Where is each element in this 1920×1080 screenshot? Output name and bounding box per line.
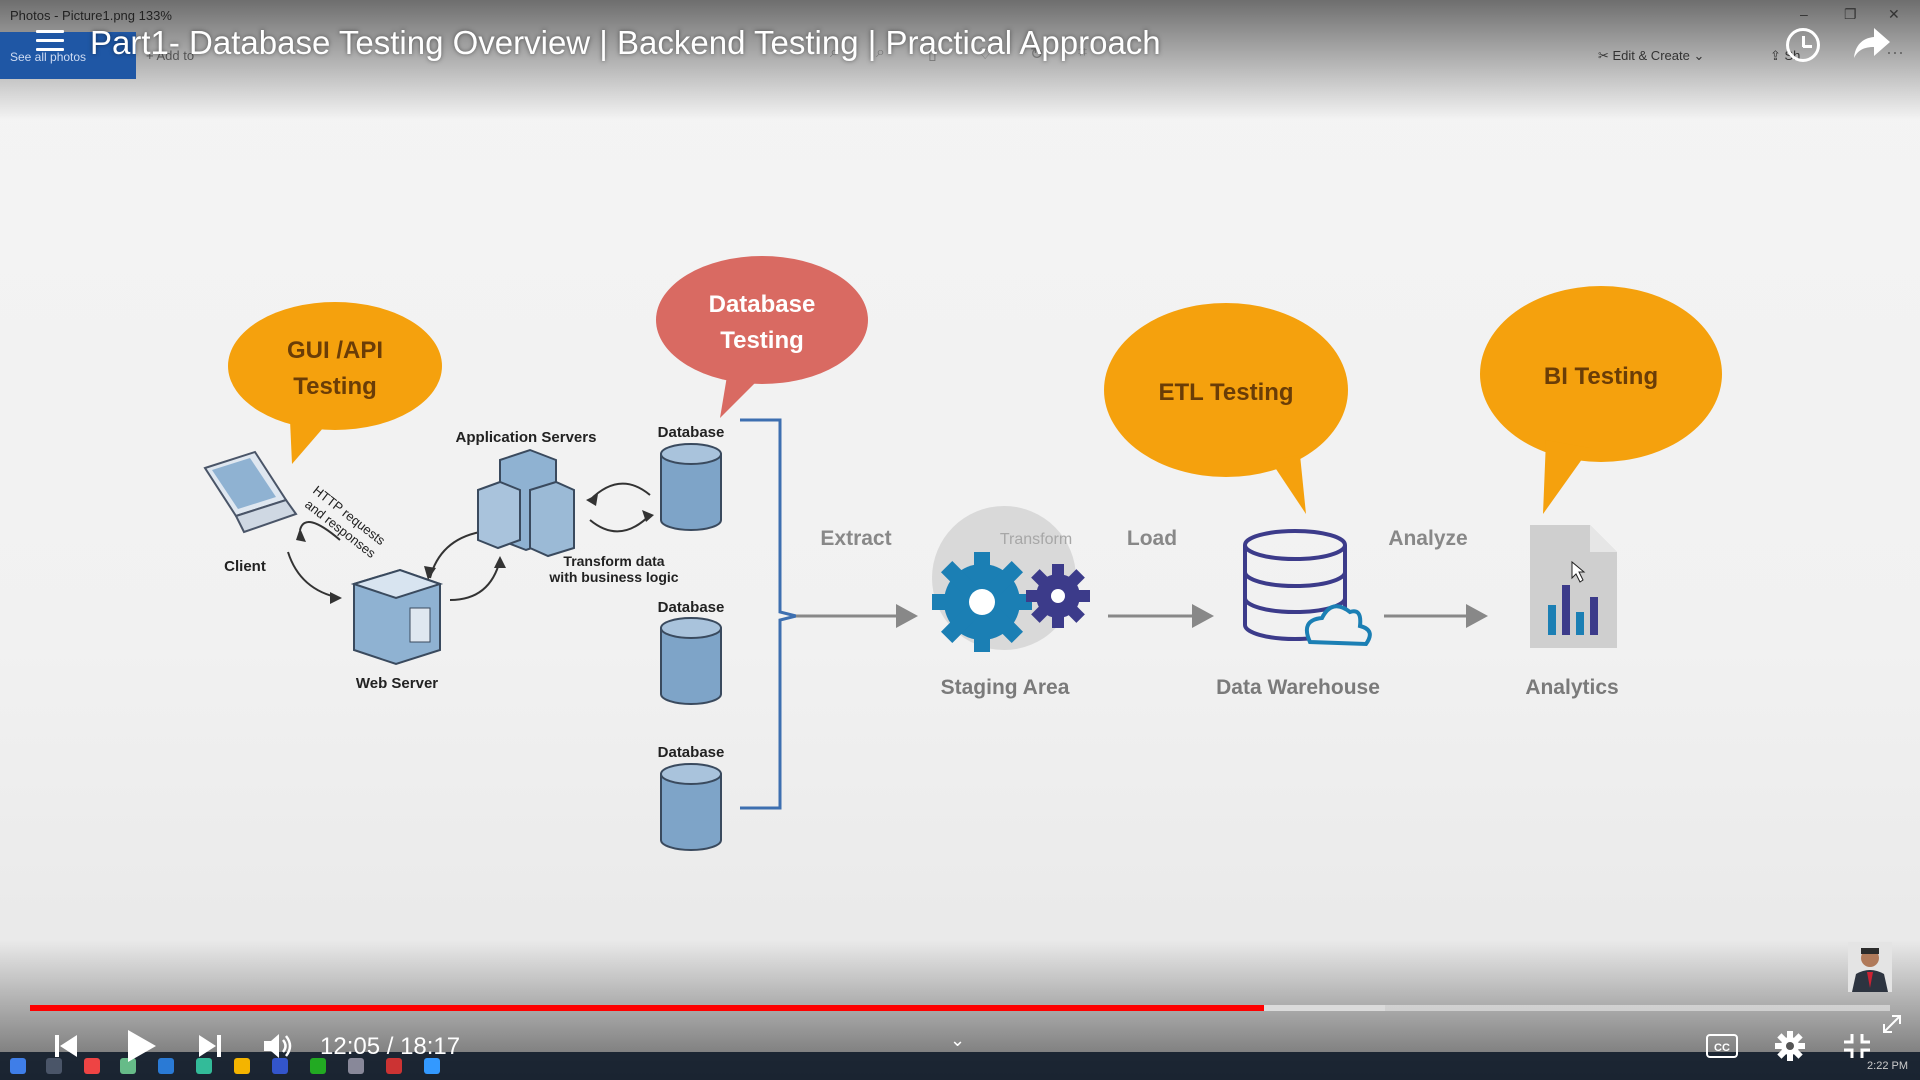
photos-app-icon[interactable]: [424, 1058, 440, 1074]
chrome-icon[interactable]: [84, 1058, 100, 1074]
rotate-icon[interactable]: ↻: [1030, 46, 1044, 63]
edge-icon[interactable]: [196, 1058, 212, 1074]
app-icon-1[interactable]: [272, 1058, 288, 1074]
etl-testing-bubble: ETL Testing: [1104, 303, 1348, 514]
expand-icon[interactable]: [1882, 1014, 1902, 1034]
folder-icon[interactable]: [234, 1058, 250, 1074]
app-icon-4[interactable]: [386, 1058, 402, 1074]
exit-fullscreen-icon[interactable]: [1842, 1032, 1872, 1060]
taskbar-clock: 2:22 PM: [1867, 1060, 1908, 1072]
zoom-out-icon[interactable]: ⌕: [876, 44, 885, 61]
extract-label: Extract: [820, 527, 891, 550]
add-to-button[interactable]: + Add to: [146, 48, 195, 63]
bi-testing-label: BI Testing: [1544, 363, 1658, 390]
progress-played: [30, 1005, 1264, 1011]
staging-area-label: Staging Area: [941, 676, 1070, 699]
edit-create-button[interactable]: ✂ Edit & Create ⌄: [1598, 48, 1705, 63]
database-label-2: Database: [658, 599, 725, 616]
minimize-icon[interactable]: –: [1800, 6, 1808, 22]
window-close-icon[interactable]: ✕: [1888, 6, 1900, 22]
db-testing-label-1: Database: [709, 291, 816, 318]
start-icon[interactable]: [10, 1058, 26, 1074]
db-testing-label-2: Testing: [720, 327, 804, 354]
client-label: Client: [224, 558, 266, 575]
database-cylinder-3: [660, 763, 722, 851]
outlook-icon[interactable]: [158, 1058, 174, 1074]
database-cylinder-2: [660, 617, 722, 705]
next-icon[interactable]: [196, 1032, 224, 1060]
database-label-3: Database: [658, 744, 725, 761]
transform-label-1: Transform data: [563, 553, 664, 569]
app-servers-label: Application Servers: [456, 429, 597, 446]
data-warehouse-icon: [1243, 529, 1372, 647]
load-label: Load: [1127, 527, 1177, 550]
menu-icon[interactable]: [36, 30, 64, 52]
time-display: 12:05 / 18:17: [320, 1033, 461, 1060]
etl-testing-label: ETL Testing: [1158, 379, 1293, 406]
web-server-label: Web Server: [356, 675, 438, 692]
app-icon-2[interactable]: [310, 1058, 326, 1074]
application-servers-icon: [477, 448, 575, 558]
crop-icon[interactable]: ⌗: [1078, 44, 1088, 61]
gui-api-label-1: GUI /API: [287, 337, 383, 364]
transform-label-2: with business logic: [548, 569, 678, 585]
subtitles-icon[interactable]: CC: [1706, 1034, 1738, 1058]
database-label-1: Database: [658, 424, 725, 441]
db-testing-bubble: Database Testing: [656, 256, 868, 418]
channel-avatar[interactable]: [1848, 942, 1892, 992]
windows-taskbar: 2:22 PM: [0, 1052, 1920, 1080]
see-all-photos-button[interactable]: See all photos: [0, 32, 136, 79]
database-bracket: [740, 418, 797, 810]
top-gradient: [0, 0, 1920, 120]
gui-api-label-2: Testing: [293, 373, 377, 400]
add-to-label: Add to: [156, 48, 195, 63]
share-icon[interactable]: [1852, 26, 1892, 60]
svg-text:CC: CC: [1714, 1042, 1730, 1054]
see-all-photos-label: See all photos: [10, 50, 87, 64]
volume-icon[interactable]: [262, 1032, 294, 1060]
restore-icon[interactable]: ❐: [1844, 6, 1857, 22]
gui-api-bubble: GUI /API Testing: [228, 302, 442, 464]
data-warehouse-label: Data Warehouse: [1216, 676, 1380, 699]
progress-bar[interactable]: [30, 1005, 1890, 1011]
staging-gears-icon: [932, 506, 1090, 652]
bi-testing-bubble: BI Testing: [1480, 286, 1722, 514]
database-cylinder-1: [660, 443, 722, 531]
delete-icon[interactable]: ▯: [928, 46, 937, 63]
analytics-document-icon: [1530, 525, 1617, 648]
favorite-icon[interactable]: ♡: [978, 46, 993, 63]
mouse-cursor-icon: [1571, 560, 1586, 583]
edit-create-label: Edit & Create: [1612, 48, 1690, 63]
settings-gear-icon[interactable]: [1774, 1030, 1806, 1062]
previous-icon[interactable]: [52, 1032, 80, 1060]
web-server-icon: [350, 568, 444, 666]
search-icon[interactable]: [46, 1058, 62, 1074]
app-icon-3[interactable]: [348, 1058, 364, 1074]
analytics-label: Analytics: [1525, 676, 1618, 699]
watch-later-icon[interactable]: [1786, 28, 1820, 62]
chevron-down-icon[interactable]: ⌄: [950, 1030, 966, 1050]
more-options-icon[interactable]: ···: [1886, 42, 1904, 62]
video-title[interactable]: Part1- Database Testing Overview | Backe…: [90, 24, 1161, 61]
analyze-label: Analyze: [1388, 527, 1467, 550]
transform-step-label: Transform: [1000, 531, 1072, 548]
photos-window-title: Photos - Picture1.png 133%: [10, 8, 172, 23]
store-icon[interactable]: [120, 1058, 136, 1074]
client-laptop-icon: [203, 450, 298, 534]
play-icon[interactable]: [124, 1028, 158, 1064]
zoom-in-icon[interactable]: ⌕: [830, 44, 839, 61]
